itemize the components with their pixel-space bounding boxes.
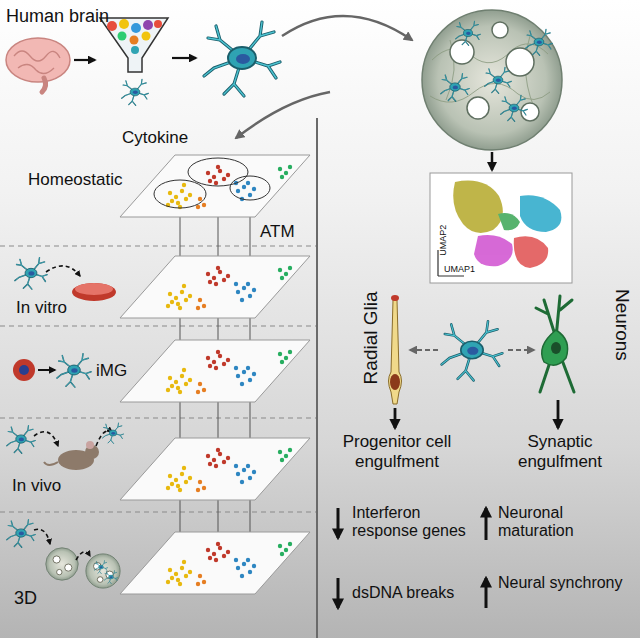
effect-label: Neuronal maturation xyxy=(498,504,624,541)
cluster-label: ATM xyxy=(260,222,295,242)
effect-label: dsDNA breaks xyxy=(352,584,476,602)
outcome-label: Synaptic engulfment xyxy=(495,432,625,471)
condition-label: iMG xyxy=(96,361,127,381)
effect-label: Neural synchrony xyxy=(498,574,624,592)
condition-label: In vivo xyxy=(12,476,61,496)
cluster-label: Cytokine xyxy=(122,128,188,148)
title-label: Human brain xyxy=(6,6,109,27)
cluster-label: Homeostatic xyxy=(28,170,122,190)
cell-type-label: Neurons xyxy=(611,289,633,361)
outcome-label: Progenitor cell engulfment xyxy=(322,432,472,471)
condition-label: 3D xyxy=(14,588,37,609)
cell-type-label: Radial Glia xyxy=(359,292,381,385)
effect-label: Interferon response genes xyxy=(352,504,476,541)
axis-label: UMAP1 xyxy=(444,264,475,274)
axis-label: UMAP2 xyxy=(439,224,449,255)
condition-label: In vitro xyxy=(16,298,67,318)
